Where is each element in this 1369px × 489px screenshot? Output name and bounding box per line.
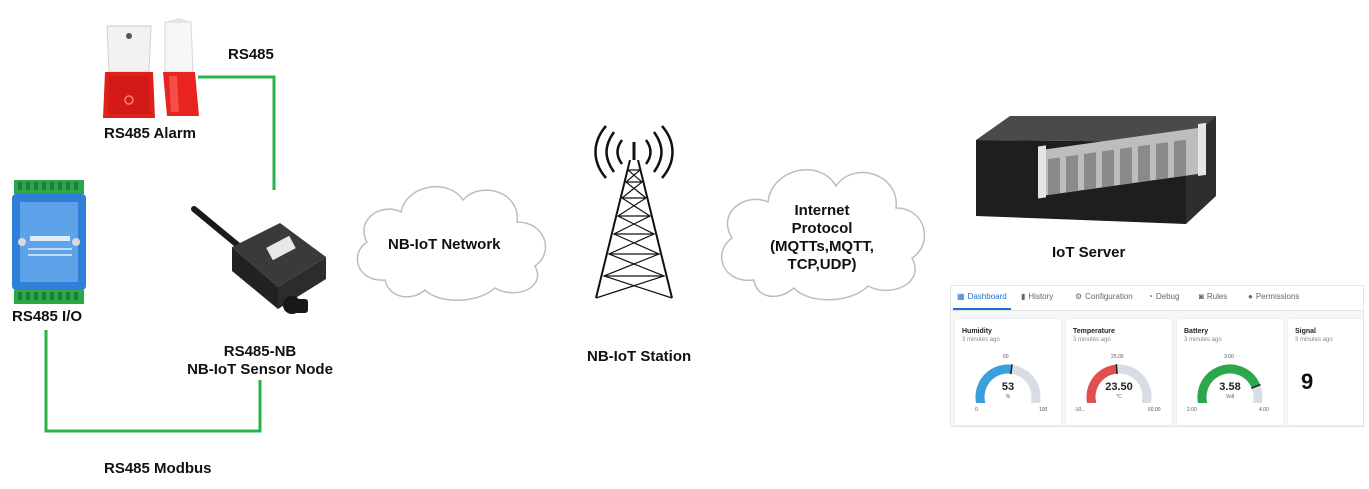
rss-icon: ◔	[1148, 292, 1153, 301]
protocol-line2: Protocol	[791, 220, 853, 237]
humidity-gauge	[975, 364, 1041, 403]
protocol-line1: Internet	[794, 202, 850, 219]
internet-protocol-label: Internet Protocol (MQTTs,MQTT, TCP,UDP)	[742, 202, 902, 274]
gauge-fill	[1197, 364, 1261, 403]
tab-debug-label: Debug	[1155, 292, 1180, 301]
humidity-card[interactable]: Humidity 3 minutes ago 50 53 % 0 100	[955, 319, 1061, 425]
nb-iot-station-label: NB-IoT Station	[587, 348, 692, 365]
gauge-max-tick: 60.00	[1148, 407, 1161, 413]
gauge-min-tick: 2.00	[1187, 407, 1197, 413]
gauge-value: 53	[1001, 381, 1015, 393]
nb-iot-network-cloud	[356, 185, 547, 301]
rs485-alarm-label: RS485 Alarm	[104, 125, 196, 142]
gauge-needle	[1115, 364, 1118, 375]
gauge-unit: Volt	[1225, 394, 1235, 400]
gauge-min-tick: -10...	[1074, 407, 1086, 413]
rs485-wire-label: RS485	[228, 46, 274, 63]
tab-permissions[interactable]: ●Permissions	[1248, 292, 1299, 301]
gauge-max-tick: 4.00	[1259, 407, 1269, 413]
temperature-gauge	[1086, 364, 1152, 403]
gauge-mid-tick: 3.00	[1224, 354, 1234, 360]
iot-server-label: IoT Server	[1052, 244, 1126, 261]
gauge-fill	[1086, 364, 1118, 403]
rs485-alarm-image	[103, 18, 199, 118]
gear-icon: ⚙	[1075, 292, 1083, 301]
gauge-max-tick: 100	[1039, 407, 1048, 413]
tab-debug[interactable]: ◔Debug	[1148, 292, 1179, 301]
tab-configuration[interactable]: ⚙Configuration	[1075, 292, 1133, 301]
signal-value: 9	[1301, 369, 1314, 394]
tab-history[interactable]: ▮History	[1021, 292, 1053, 301]
wire-rs485-modbus	[44, 330, 262, 433]
gauge-mid-tick: 25.00	[1111, 354, 1124, 360]
battery-gauge	[1197, 364, 1263, 403]
card-title: Signal	[1295, 328, 1317, 335]
tab-dashboard-label: Dashboard	[967, 292, 1007, 301]
gauge-fill	[975, 364, 1012, 403]
grid-icon: ▦	[957, 292, 965, 301]
temperature-card[interactable]: Temperature 3 minutes ago 25.00 23.50 °C…	[1066, 319, 1172, 425]
active-tab-indicator	[953, 308, 1011, 310]
gauge-needle	[1251, 383, 1261, 390]
battery-card[interactable]: Battery 3 minutes ago 3.00 3.58 Volt 2.0…	[1177, 319, 1283, 425]
card-subtitle: 3 minutes ago	[1295, 337, 1333, 343]
wire-rs485	[198, 75, 276, 190]
nb-iot-network-label: NB-IoT Network	[388, 236, 501, 253]
chat-icon: ◙	[1199, 292, 1204, 301]
tab-history-label: History	[1028, 292, 1054, 301]
gauge-min-tick: 0	[975, 407, 978, 413]
iot-server-rack-image	[976, 116, 1216, 224]
card-subtitle: 3 minutes ago	[1073, 337, 1111, 343]
tab-permissions-label: Permissions	[1255, 292, 1300, 301]
sensor-node-label-line1: RS485-NB	[223, 343, 297, 360]
sensor-node-image	[191, 206, 326, 314]
card-subtitle: 3 minutes ago	[1184, 337, 1222, 343]
users-icon: ●	[1248, 292, 1253, 301]
protocol-line4: TCP,UDP)	[787, 256, 857, 273]
tab-dashboard[interactable]: ▦Dashboard	[957, 292, 1007, 301]
gauge-unit: °C	[1116, 394, 1122, 400]
internet-protocol-cloud	[721, 169, 926, 301]
rs485-io-module-image	[12, 180, 86, 304]
protocol-line3: (MQTTs,MQTT,	[770, 238, 874, 255]
sensor-node-label-line2: NB-IoT Sensor Node	[187, 361, 333, 378]
gauge-value: 3.58	[1219, 381, 1241, 393]
rs485-modbus-label: RS485 Modbus	[104, 460, 212, 477]
iot-dashboard-panel: ▦Dashboard ▮History ⚙Configuration ◔Debu…	[950, 285, 1364, 427]
signal-card[interactable]: Signal 3 minutes ago 9	[1288, 319, 1363, 425]
nb-iot-tower-image	[594, 125, 674, 299]
gauge-mid-tick: 50	[1003, 354, 1009, 360]
card-title: Battery	[1184, 328, 1209, 335]
tab-rules-label: Rules	[1206, 292, 1228, 301]
dashboard-tab-bar: ▦Dashboard ▮History ⚙Configuration ◔Debu…	[951, 286, 1363, 311]
sensor-node-label: RS485-NB NB-IoT Sensor Node	[170, 343, 350, 379]
card-title: Humidity	[962, 328, 992, 335]
card-title: Temperature	[1073, 328, 1115, 335]
rs485-io-label: RS485 I/O	[12, 308, 83, 325]
gauge-needle	[1010, 364, 1013, 375]
tab-configuration-label: Configuration	[1085, 292, 1133, 301]
card-subtitle: 3 minutes ago	[962, 337, 1000, 343]
gauge-unit: %	[1005, 394, 1011, 400]
tab-rules[interactable]: ◙Rules	[1199, 292, 1227, 301]
gauge-value: 23.50	[1105, 381, 1133, 393]
bar-chart-icon: ▮	[1021, 292, 1026, 301]
